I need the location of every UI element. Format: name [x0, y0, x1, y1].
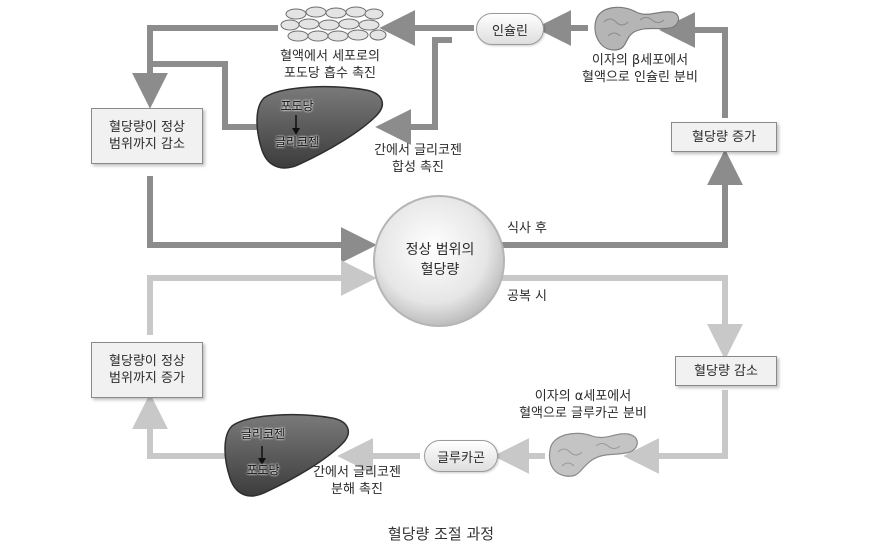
arrow-center-to-increase — [500, 149, 743, 248]
liver-bottom-to-label: 포도당 — [246, 463, 280, 477]
glycogen-synthesis-annotation: 간에서 글리코젠 합성 촉진 — [353, 142, 483, 176]
cell-uptake-line2: 포도당 흡수 촉진 — [284, 66, 376, 81]
center-line1: 정상 범위의 — [405, 242, 475, 258]
pancreas-alpha-icon — [548, 432, 638, 477]
after-meal-label: 식사 후 — [507, 221, 548, 236]
liver-top-from-label: 포도당 — [280, 99, 314, 113]
cell-uptake-line1: 혈액에서 세포로의 — [280, 49, 380, 64]
glucagon-pill: 글루카곤 — [424, 440, 498, 472]
arrow-cells-to-decrease — [132, 25, 278, 109]
glucagon-label: 글루카곤 — [437, 450, 485, 466]
arrow-insulin-to-liver — [375, 37, 452, 145]
arrow-liver-to-increase — [132, 393, 232, 459]
cell-uptake-annotation: 혈액에서 세포로의 포도당 흡수 촉진 — [255, 48, 405, 82]
pancreas-beta-icon — [594, 6, 680, 51]
liver-bottom-conversion-arrow — [258, 446, 266, 465]
glycogen-breakdown-annotation: 간에서 글리코젠 분해 촉진 — [292, 464, 422, 498]
insulin-pill: 인슐린 — [476, 13, 544, 45]
box-increase-to-normal-line1: 혈당량이 정상 — [109, 354, 185, 369]
box-decrease: 혈당량 감소 — [675, 356, 777, 386]
arrow-decrease-to-center — [147, 176, 377, 263]
alpha-secretion-line2: 혈액으로 글루카곤 분비 — [519, 406, 647, 421]
arrow-increase-to-pancreas — [659, 12, 728, 118]
center-line2: 혈당량 — [420, 262, 460, 278]
box-decrease-to-normal-line2: 범위까지 감소 — [109, 137, 185, 152]
center-label: 정상 범위의 혈당량 — [385, 240, 495, 280]
beta-secretion-annotation: 이자의 β세포에서 혈액으로 인슐린 분비 — [560, 52, 720, 86]
box-increase-to-normal-line2: 범위까지 증가 — [109, 371, 185, 386]
arrow-liver-to-decrease — [150, 61, 272, 130]
glycogen-synthesis-line1: 간에서 글리코젠 — [374, 143, 462, 158]
body-cells-icon — [280, 6, 387, 42]
arrow-decrease-to-pancreas — [623, 390, 728, 474]
figure-caption: 혈당량 조절 과정 — [387, 525, 495, 543]
arrow-center-to-decrease — [500, 275, 743, 360]
liver-top-conversion-arrow — [292, 115, 300, 135]
alpha-secretion-line1: 이자의 α세포에서 — [534, 389, 632, 404]
box-decrease-to-normal: 혈당량이 정상 범위까지 감소 — [91, 108, 203, 164]
glycogen-breakdown-line2: 분해 촉진 — [331, 482, 383, 497]
glycogen-synthesis-line2: 합성 촉진 — [392, 160, 444, 175]
liver-top-to-label: 글리코젠 — [274, 135, 320, 149]
normal-level-circle — [373, 195, 505, 327]
box-decrease-to-normal-line1: 혈당량이 정상 — [109, 120, 185, 135]
arrow-increase-to-center — [147, 260, 377, 335]
alpha-secretion-annotation: 이자의 α세포에서 혈액으로 글루카곤 분비 — [498, 388, 668, 422]
liver-top-icon — [256, 85, 384, 169]
box-increase-to-normal: 혈당량이 정상 범위까지 증가 — [91, 342, 203, 398]
glycogen-breakdown-line1: 간에서 글리코젠 — [313, 465, 401, 480]
beta-secretion-line2: 혈액으로 인슐린 분비 — [582, 70, 698, 85]
liver-bottom-from-label: 글리코젠 — [240, 427, 286, 441]
box-increase: 혈당량 증가 — [671, 122, 777, 152]
insulin-label: 인슐린 — [492, 23, 528, 39]
box-increase-label: 혈당량 증가 — [692, 129, 756, 145]
beta-secretion-line1: 이자의 β세포에서 — [591, 53, 689, 68]
liver-bottom-icon — [224, 413, 350, 497]
fasting-label: 공복 시 — [507, 289, 548, 304]
box-decrease-label: 혈당량 감소 — [694, 363, 758, 379]
